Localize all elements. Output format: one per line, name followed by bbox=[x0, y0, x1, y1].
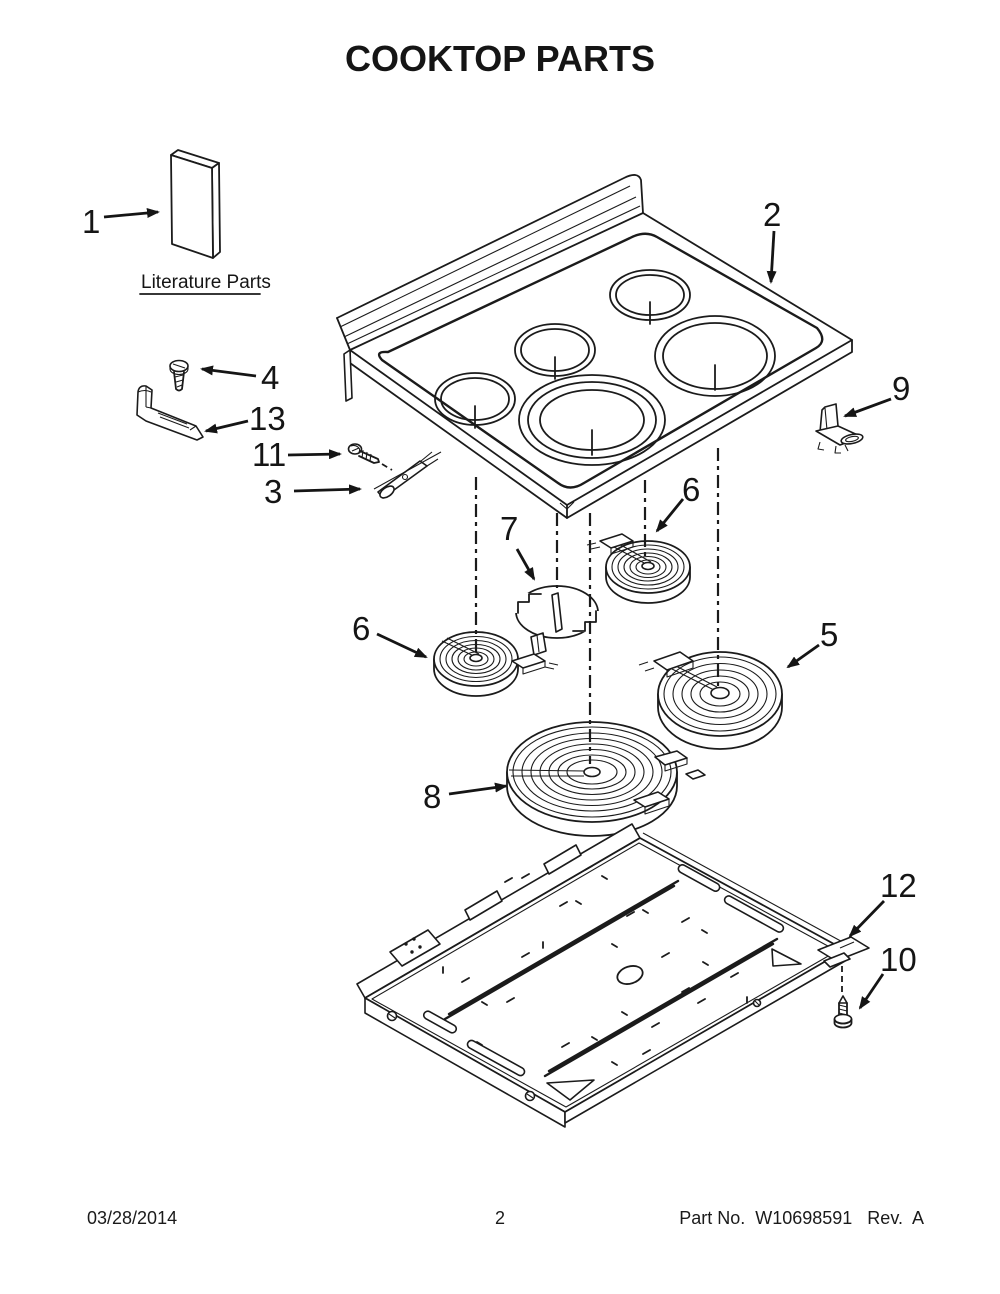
literature-parts-label: Literature Parts bbox=[139, 272, 271, 295]
base-panel-part12 bbox=[356, 823, 870, 1128]
svg-text:1: 1 bbox=[82, 203, 100, 240]
left-trim-cap bbox=[343, 349, 353, 402]
callout-9: 9 bbox=[843, 370, 910, 418]
svg-text:11: 11 bbox=[252, 436, 286, 473]
callout-8: 8 bbox=[423, 778, 508, 815]
heating-element-part5 bbox=[638, 651, 783, 750]
callout-7: 7 bbox=[500, 510, 536, 581]
burner-center-large bbox=[518, 374, 666, 466]
panel-screws bbox=[386, 998, 762, 1102]
support-rails bbox=[443, 879, 779, 1078]
svg-text:8: 8 bbox=[423, 778, 441, 815]
svg-text:12: 12 bbox=[880, 867, 917, 904]
bracket-part9 bbox=[815, 403, 864, 454]
footer-page-number: 2 bbox=[494, 1208, 505, 1228]
glass-edge-right bbox=[566, 339, 853, 519]
svg-text:Literature Parts: Literature Parts bbox=[141, 272, 271, 293]
callout-6-right: 6 bbox=[655, 471, 700, 533]
screw-part11 bbox=[347, 443, 380, 464]
svg-text:2: 2 bbox=[763, 196, 781, 233]
backsplash-rail bbox=[336, 174, 644, 351]
svg-text:3: 3 bbox=[264, 473, 282, 510]
svg-text:4: 4 bbox=[261, 359, 279, 396]
vent-slots bbox=[422, 863, 785, 1077]
callout-5: 5 bbox=[786, 616, 838, 669]
screw-part10 bbox=[833, 995, 853, 1029]
cooktop-assembly bbox=[336, 174, 853, 519]
burner-top-small bbox=[609, 269, 691, 325]
burner-left-small bbox=[434, 372, 516, 429]
heating-element-6-right bbox=[586, 533, 691, 604]
svg-text:9: 9 bbox=[892, 370, 910, 407]
callout-1: 1 bbox=[82, 203, 160, 240]
burner-mid-small bbox=[514, 323, 596, 380]
callout-6-left: 6 bbox=[352, 610, 428, 659]
callout-10: 10 bbox=[858, 941, 917, 1010]
footer-date: 03/28/2014 bbox=[87, 1208, 178, 1228]
page-title: COOKTOP PARTS bbox=[344, 38, 656, 79]
svg-text:10: 10 bbox=[880, 941, 917, 978]
callout-2: 2 bbox=[763, 196, 781, 284]
emboss-ticks bbox=[442, 865, 748, 1066]
callout-4: 4 bbox=[200, 359, 279, 396]
callout-3: 3 bbox=[264, 473, 362, 510]
footer-part-number: Part No. W10698591 Rev. A bbox=[679, 1208, 924, 1228]
svg-text:5: 5 bbox=[820, 616, 838, 653]
screw-part4 bbox=[169, 359, 189, 392]
rivet-dots bbox=[404, 937, 422, 954]
svg-text:7: 7 bbox=[500, 510, 518, 547]
heating-element-part8 bbox=[506, 721, 706, 837]
callout-12: 12 bbox=[848, 867, 917, 938]
svg-text:6: 6 bbox=[682, 471, 700, 508]
assembly-dash-11-3 bbox=[381, 463, 393, 471]
literature-booklet bbox=[170, 149, 221, 259]
callout-11: 11 bbox=[252, 436, 342, 473]
centerlines bbox=[474, 448, 720, 764]
bracket-part13 bbox=[136, 385, 204, 441]
burner-right-large bbox=[654, 315, 776, 397]
svg-text:13: 13 bbox=[249, 400, 286, 437]
bracket-part3 bbox=[373, 451, 442, 499]
callout-13: 13 bbox=[204, 400, 286, 437]
glass-inner-border bbox=[377, 232, 824, 489]
svg-text:6: 6 bbox=[352, 610, 370, 647]
shield-disc-part7 bbox=[509, 585, 602, 656]
